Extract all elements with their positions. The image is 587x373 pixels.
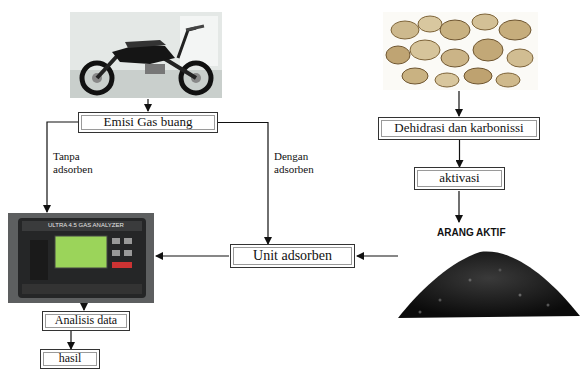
dried-slices-photo	[383, 12, 538, 90]
box-text: hasil	[59, 352, 82, 365]
box-text: Analisis data	[55, 314, 117, 327]
flow-arrow	[218, 123, 268, 245]
process-box: Analisis data	[42, 311, 130, 331]
box-text: Dehidrasi dan karbonissi	[394, 121, 523, 135]
process-box: hasil	[40, 349, 100, 369]
flow-arrow	[459, 140, 460, 167]
box-text: Emisi Gas buang	[104, 115, 193, 129]
edge-label: Dengan adsorben	[274, 150, 326, 175]
gas-analyzer-photo	[8, 213, 154, 303]
process-box: Dehidrasi dan karbonissi	[378, 117, 540, 140]
edge-note: Tanpa adsorben	[53, 150, 99, 175]
motorcycle-photo	[70, 12, 222, 98]
process-box: Unit adsorben	[230, 244, 355, 268]
picture-caption: ARANG AKTIF	[437, 227, 557, 239]
box-text: Unit adsorben	[253, 248, 332, 263]
box-text: aktivasi	[439, 171, 479, 185]
charcoal-pile	[398, 252, 580, 318]
process-box: aktivasi	[414, 167, 505, 190]
flow-arrow	[70, 331, 71, 349]
process-box: Emisi Gas buang	[78, 112, 218, 133]
device-label: ULTRA 4.5 GAS ANALYZER	[48, 222, 128, 229]
